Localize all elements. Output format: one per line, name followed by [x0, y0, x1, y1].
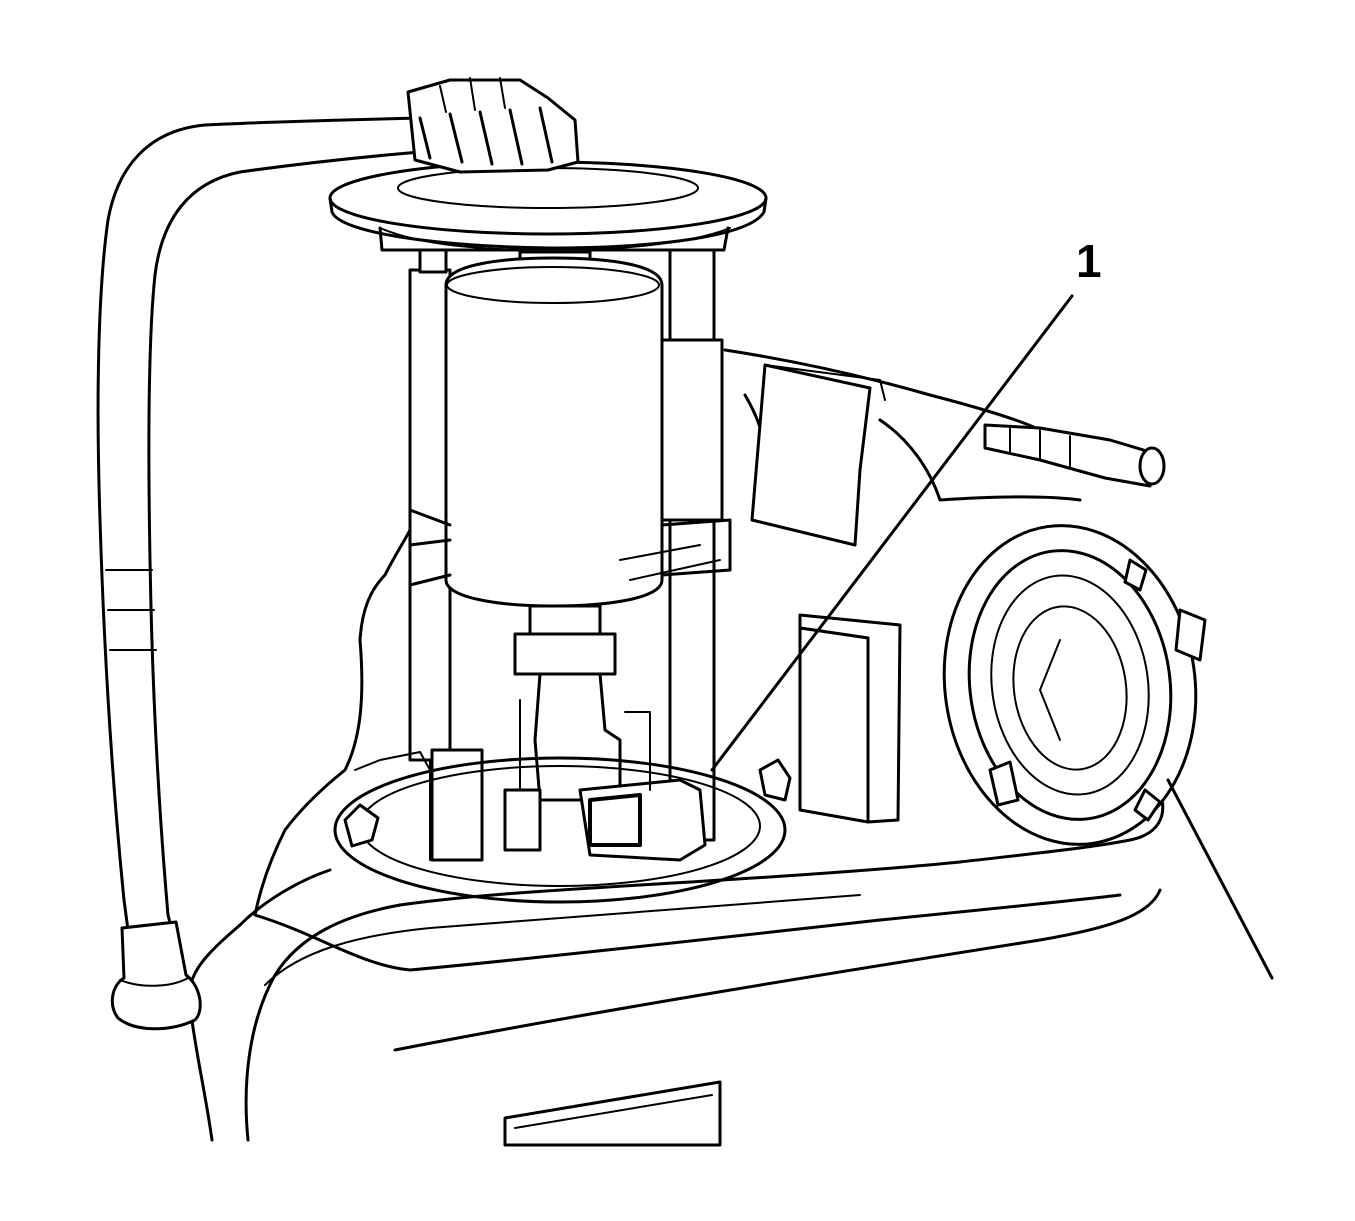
fuel-filter — [408, 250, 732, 608]
pump-assembly — [503, 604, 707, 862]
callout-label-1: 1 — [1076, 235, 1102, 287]
sender-flange — [328, 77, 768, 252]
leader-lines — [710, 294, 1274, 980]
fuel-pipe-fitting — [983, 423, 1166, 488]
tank-opening — [333, 751, 792, 904]
side-brackets — [750, 363, 902, 824]
wiring-harness-hose — [96, 116, 422, 1031]
lock-ring — [942, 524, 1207, 846]
